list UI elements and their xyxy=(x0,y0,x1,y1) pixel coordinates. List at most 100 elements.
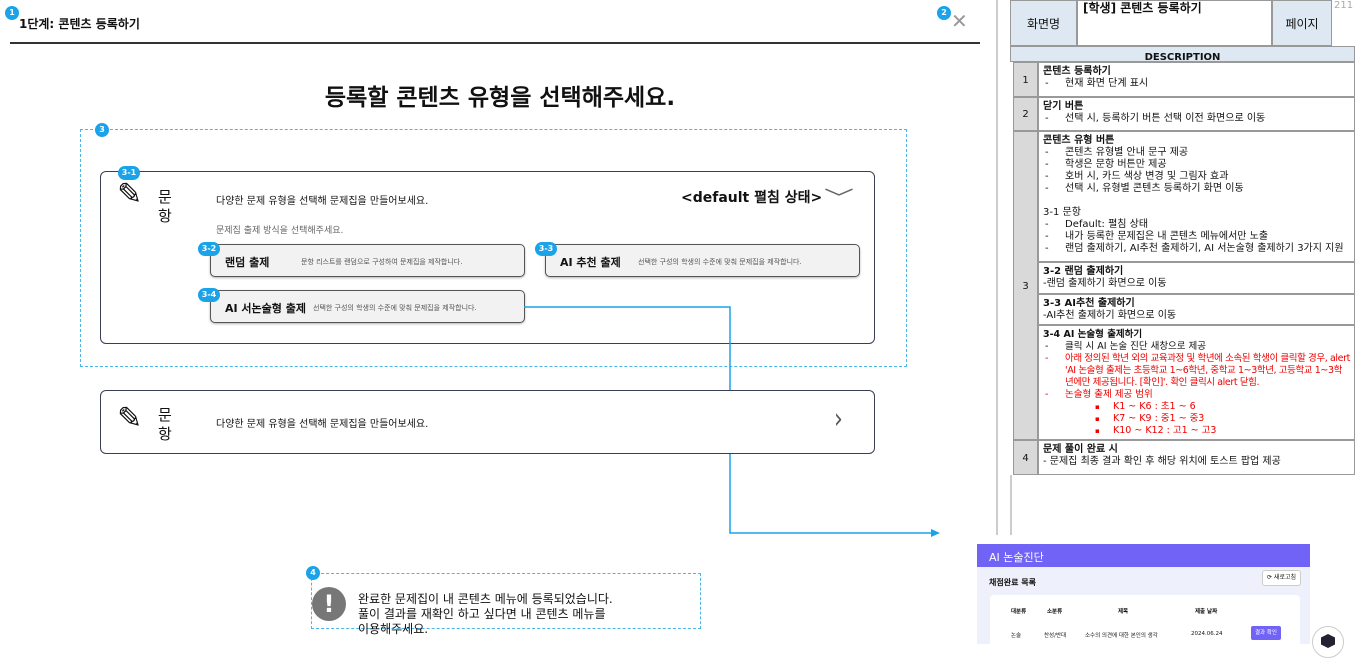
cell: 찬성/반대 xyxy=(1044,633,1067,639)
badge-3-1: 3-1 xyxy=(118,166,140,180)
alert-icon: ! xyxy=(312,587,346,621)
connector-arrow xyxy=(524,306,940,537)
pencil-icon: ✎ xyxy=(117,177,143,212)
page-number: 211 xyxy=(1334,0,1354,11)
row-item: 선택 시, 등록하기 버튼 선택 이전 화면으로 이동 xyxy=(1043,113,1350,125)
step-title: 1단계: 콘텐츠 등록하기 xyxy=(19,17,140,31)
close-icon[interactable]: ✕ xyxy=(951,9,968,33)
row-item: 클릭 시 AI 논술 진단 새창으로 제공 xyxy=(1043,341,1350,353)
spec-row-4: 문제 풀이 완료 시 - 문제집 최종 결과 확인 후 해당 위치에 토스트 팝… xyxy=(1038,440,1355,475)
row-title: 3-1 문항 xyxy=(1043,207,1081,218)
toast-area xyxy=(311,573,701,629)
row-title: 3-2 랜덤 출제하기 xyxy=(1043,266,1124,277)
spec-row-3-3: 3-3 AI추천 출제하기 -AI추천 출제하기 화면으로 이동 xyxy=(1038,294,1355,325)
toast-line: 완료한 문제집이 내 콘텐츠 메뉴에 등록되었습니다. xyxy=(358,592,613,606)
card-label: 문항 xyxy=(158,406,172,443)
toast-line: 이용해주세요. xyxy=(358,622,429,636)
row-item: Default: 펼침 상태 xyxy=(1043,219,1350,231)
row-item-range: 논술형 출제 제공 범위 xyxy=(1043,389,1350,401)
table-border xyxy=(1010,475,1012,535)
row-title: 콘텐츠 등록하기 xyxy=(1043,66,1111,77)
badge-3-3: 3-3 xyxy=(535,242,557,256)
random-option-button[interactable]: 랜덤 출제 문항 리스트를 랜덤으로 구성하여 문제집을 제작합니다. xyxy=(210,244,525,277)
spec-row-3-1: 콘텐츠 유형 버튼 콘텐츠 유형별 안내 문구 제공 학생은 문항 버튼만 제공… xyxy=(1038,131,1355,262)
pencil-icon: ✎ xyxy=(117,401,143,436)
screen-name: [학생] 콘텐츠 등록하기 xyxy=(1077,0,1272,46)
refresh-icon: ⟳ xyxy=(1266,574,1272,581)
chevron-down-icon[interactable]: ﹀ xyxy=(824,186,854,210)
option-desc: 선택한 구성의 학생의 수준에 맞춰 문제집을 제작합니다. xyxy=(638,258,802,266)
option-title: 랜덤 출제 xyxy=(225,256,270,269)
result-table: 대분류 소분류 제목 제출 날짜 논술 찬성/반대 소수의 의견에 대한 본인의… xyxy=(990,595,1300,644)
result-button[interactable]: 결과 확인 xyxy=(1251,626,1281,640)
row-number: 4 xyxy=(1013,440,1038,475)
description-header: DESCRIPTION xyxy=(1010,46,1355,62)
row-title: 콘텐츠 유형 버튼 xyxy=(1043,135,1115,146)
row-item: 호버 시, 카드 색상 변경 및 그림자 효과 xyxy=(1043,171,1350,183)
cell: 2024.06.24 xyxy=(1191,631,1223,637)
spec-table: 화면명 [학생] 콘텐츠 등록하기 페이지 211 DESCRIPTION 1 … xyxy=(1010,0,1355,644)
state-note: <default 펼침 상태> xyxy=(681,190,823,206)
card-label: 문항 xyxy=(158,188,172,225)
content-type-area xyxy=(80,129,907,367)
col-header: 제출 날짜 xyxy=(1195,609,1218,615)
row-title: 문제 풀이 완료 시 xyxy=(1043,444,1118,455)
refresh-button[interactable]: ⟳ 새로고침 xyxy=(1262,570,1301,586)
row-item: 선택 시, 유형별 콘텐츠 등록하기 화면 이동 xyxy=(1043,183,1350,195)
cell: 논술 xyxy=(1011,633,1022,639)
popup-section: 채점완료 목록 xyxy=(989,578,1036,587)
row-item: -AI추천 출제하기 화면으로 이동 xyxy=(1043,310,1177,321)
ai-recommend-option-button[interactable]: AI 추천 출제 선택한 구성의 학생의 수준에 맞춰 문제집을 제작합니다. xyxy=(545,244,860,277)
card-question-collapsed[interactable]: ✎ 문항 다양한 문제 유형을 선택해 문제집을 만들어보세요. › xyxy=(100,390,875,454)
spec-row-3-2: 3-2 랜덤 출제하기 -랜덤 출제하기 화면으로 이동 xyxy=(1038,262,1355,294)
row-item: -랜덤 출제하기 화면으로 이동 xyxy=(1043,278,1167,289)
ai-essay-popup-preview: AI 논술진단 채점완료 목록 ⟳ 새로고침 대분류 소분류 제목 제출 날짜 … xyxy=(977,544,1310,644)
badge-3-2: 3-2 xyxy=(198,242,220,256)
spec-row-2: 닫기 버튼 선택 시, 등록하기 버튼 선택 이전 화면으로 이동 xyxy=(1038,97,1355,131)
option-desc: 선택한 구성의 학생의 수준에 맞춰 문제집을 제작합니다. xyxy=(313,304,477,312)
range-item: K10 ~ K12 : 고1 ~ 고3 xyxy=(1043,425,1350,437)
row-item: 현재 화면 단계 표시 xyxy=(1043,78,1350,90)
header-divider xyxy=(10,42,980,44)
range-item: K7 ~ K9 : 중1 ~ 중3 xyxy=(1043,413,1350,425)
toast-message: 완료한 문제집이 내 콘텐츠 메뉴에 등록되었습니다. 풀이 결과를 재확인 하… xyxy=(358,592,613,637)
page-title: 등록할 콘텐츠 유형을 선택해주세요. xyxy=(324,85,676,111)
badge-3: 3 xyxy=(95,123,109,137)
row-item: 내가 등록한 문제집은 내 콘텐츠 메뉴에서만 노출 xyxy=(1043,231,1350,243)
col-header: 대분류 xyxy=(1011,609,1027,615)
refresh-label: 새로고침 xyxy=(1273,574,1297,581)
col-header: 소분류 xyxy=(1047,609,1063,615)
card-desc: 다양한 문제 유형을 선택해 문제집을 만들어보세요. xyxy=(216,196,429,207)
row-title: 3-4 AI 논술형 출제하기 xyxy=(1043,329,1143,340)
card-desc: 다양한 문제 유형을 선택해 문제집을 만들어보세요. xyxy=(216,419,429,430)
row-item: 랜덤 출제하기, AI추천 출제하기, AI 서논술형 출제하기 3가지 지원 xyxy=(1043,243,1350,255)
chevron-right-icon[interactable]: › xyxy=(834,403,843,436)
badge-1: 1 xyxy=(5,6,19,20)
card-sub: 문제집 출제 방식을 선택해주세요. xyxy=(216,226,344,236)
option-title: AI 추천 출제 xyxy=(560,256,621,269)
ai-essay-option-button[interactable]: AI 서논술형 출제 선택한 구성의 학생의 수준에 맞춰 문제집을 제작합니다… xyxy=(210,290,525,323)
popup-title: AI 논술진단 xyxy=(977,544,1310,567)
row-number: 3 xyxy=(1013,131,1038,440)
row-item: 학생은 문항 버튼만 제공 xyxy=(1043,159,1350,171)
option-desc: 문항 리스트를 랜덤으로 구성하여 문제집을 제작합니다. xyxy=(301,258,463,266)
toast-line: 풀이 결과를 재확인 하고 싶다면 내 콘텐츠 메뉴를 xyxy=(358,607,606,621)
row-title: 3-3 AI추천 출제하기 xyxy=(1043,298,1135,309)
row-number: 2 xyxy=(1013,97,1038,131)
page-label: 페이지 xyxy=(1272,0,1332,46)
floating-button[interactable] xyxy=(1312,626,1344,658)
panel-divider xyxy=(996,0,998,535)
row-item: 콘텐츠 유형별 안내 문구 제공 xyxy=(1043,147,1350,159)
badge-2: 2 xyxy=(937,6,951,20)
hexagon-icon xyxy=(1321,634,1335,648)
row-item: - 문제집 최종 결과 확인 후 해당 위치에 토스트 팝업 제공 xyxy=(1043,456,1281,467)
cell: 소수의 의견에 대한 본인의 생각 xyxy=(1085,633,1158,639)
spec-row-3-4: 3-4 AI 논술형 출제하기 클릭 시 AI 논술 진단 새창으로 제공 아래… xyxy=(1038,325,1355,440)
row-title: 닫기 버튼 xyxy=(1043,101,1084,112)
range-item: K1 ~ K6 : 초1 ~ 6 xyxy=(1043,401,1350,413)
screen-label: 화면명 xyxy=(1010,0,1077,46)
row-item-alert: 아래 정의된 학년 외의 교육과정 및 학년에 소속된 학생이 클릭할 경우, … xyxy=(1043,353,1350,389)
spec-row-1: 콘텐츠 등록하기 현재 화면 단계 표시 xyxy=(1038,62,1355,97)
row-number: 1 xyxy=(1013,62,1038,97)
badge-3-4: 3-4 xyxy=(198,288,220,302)
